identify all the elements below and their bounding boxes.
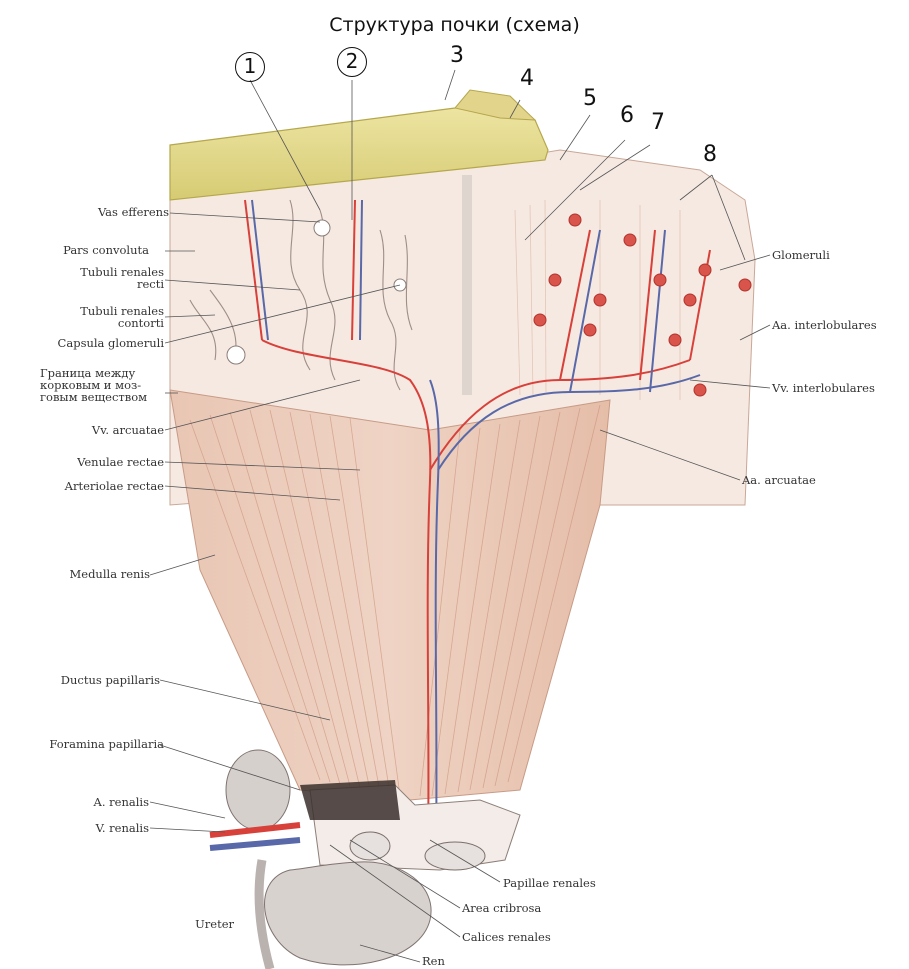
label-ren: Ren [422, 955, 445, 968]
callout-1: 1 [235, 52, 265, 82]
renal-medulla [170, 390, 610, 800]
callout-7: 7 [651, 110, 665, 135]
area-cribrosa-patch [300, 780, 400, 820]
label-medulla-renis: Medulla renis [69, 568, 150, 581]
label-tubuli-contorti-2: contorti [118, 317, 164, 330]
label-venulae-rectae: Venulae rectae [77, 456, 164, 469]
label-pars-convoluta: Pars convoluta [63, 244, 149, 257]
label-papillae-renales: Papillae renales [503, 877, 596, 890]
label-ductus-papillaris: Ductus papillaris [61, 674, 160, 687]
label-ureter: Ureter [195, 918, 234, 931]
kidney-upper-pole [226, 750, 290, 830]
callout-5: 5 [583, 86, 597, 111]
label-a-renalis: A. renalis [94, 796, 149, 809]
label-capsula-glomeruli: Capsula glomeruli [58, 337, 164, 350]
label-area-cribrosa: Area cribrosa [462, 902, 541, 915]
label-glomeruli: Glomeruli [772, 249, 830, 262]
label-arteriolae-rectae: Arteriolae rectae [65, 480, 164, 493]
medullary-ray [462, 175, 472, 395]
callout-2: 2 [337, 47, 367, 77]
label-aa-arcuatae: Aa. arcuatae [742, 474, 816, 487]
callout-8: 8 [703, 142, 717, 167]
label-foramina-papillaria: Foramina papillaria [49, 738, 164, 751]
renal-vein-vessel [210, 840, 300, 848]
label-vas-efferens: Vas efferens [98, 206, 169, 219]
callout-6: 6 [620, 103, 634, 128]
label-vv-interlobulares: Vv. interlobulares [772, 382, 875, 395]
callout-3: 3 [450, 43, 464, 68]
label-border-3: говым веществом [40, 391, 147, 404]
whole-kidney [265, 862, 432, 965]
callout-4: 4 [520, 66, 534, 91]
label-aa-interlobulares: Aa. interlobulares [772, 319, 877, 332]
label-calices-renales: Calices renales [462, 931, 551, 944]
label-tubuli-recti-2: recti [137, 278, 164, 291]
label-v-renalis: V. renalis [96, 822, 149, 835]
label-vv-arcuatae: Vv. arcuatae [92, 424, 164, 437]
